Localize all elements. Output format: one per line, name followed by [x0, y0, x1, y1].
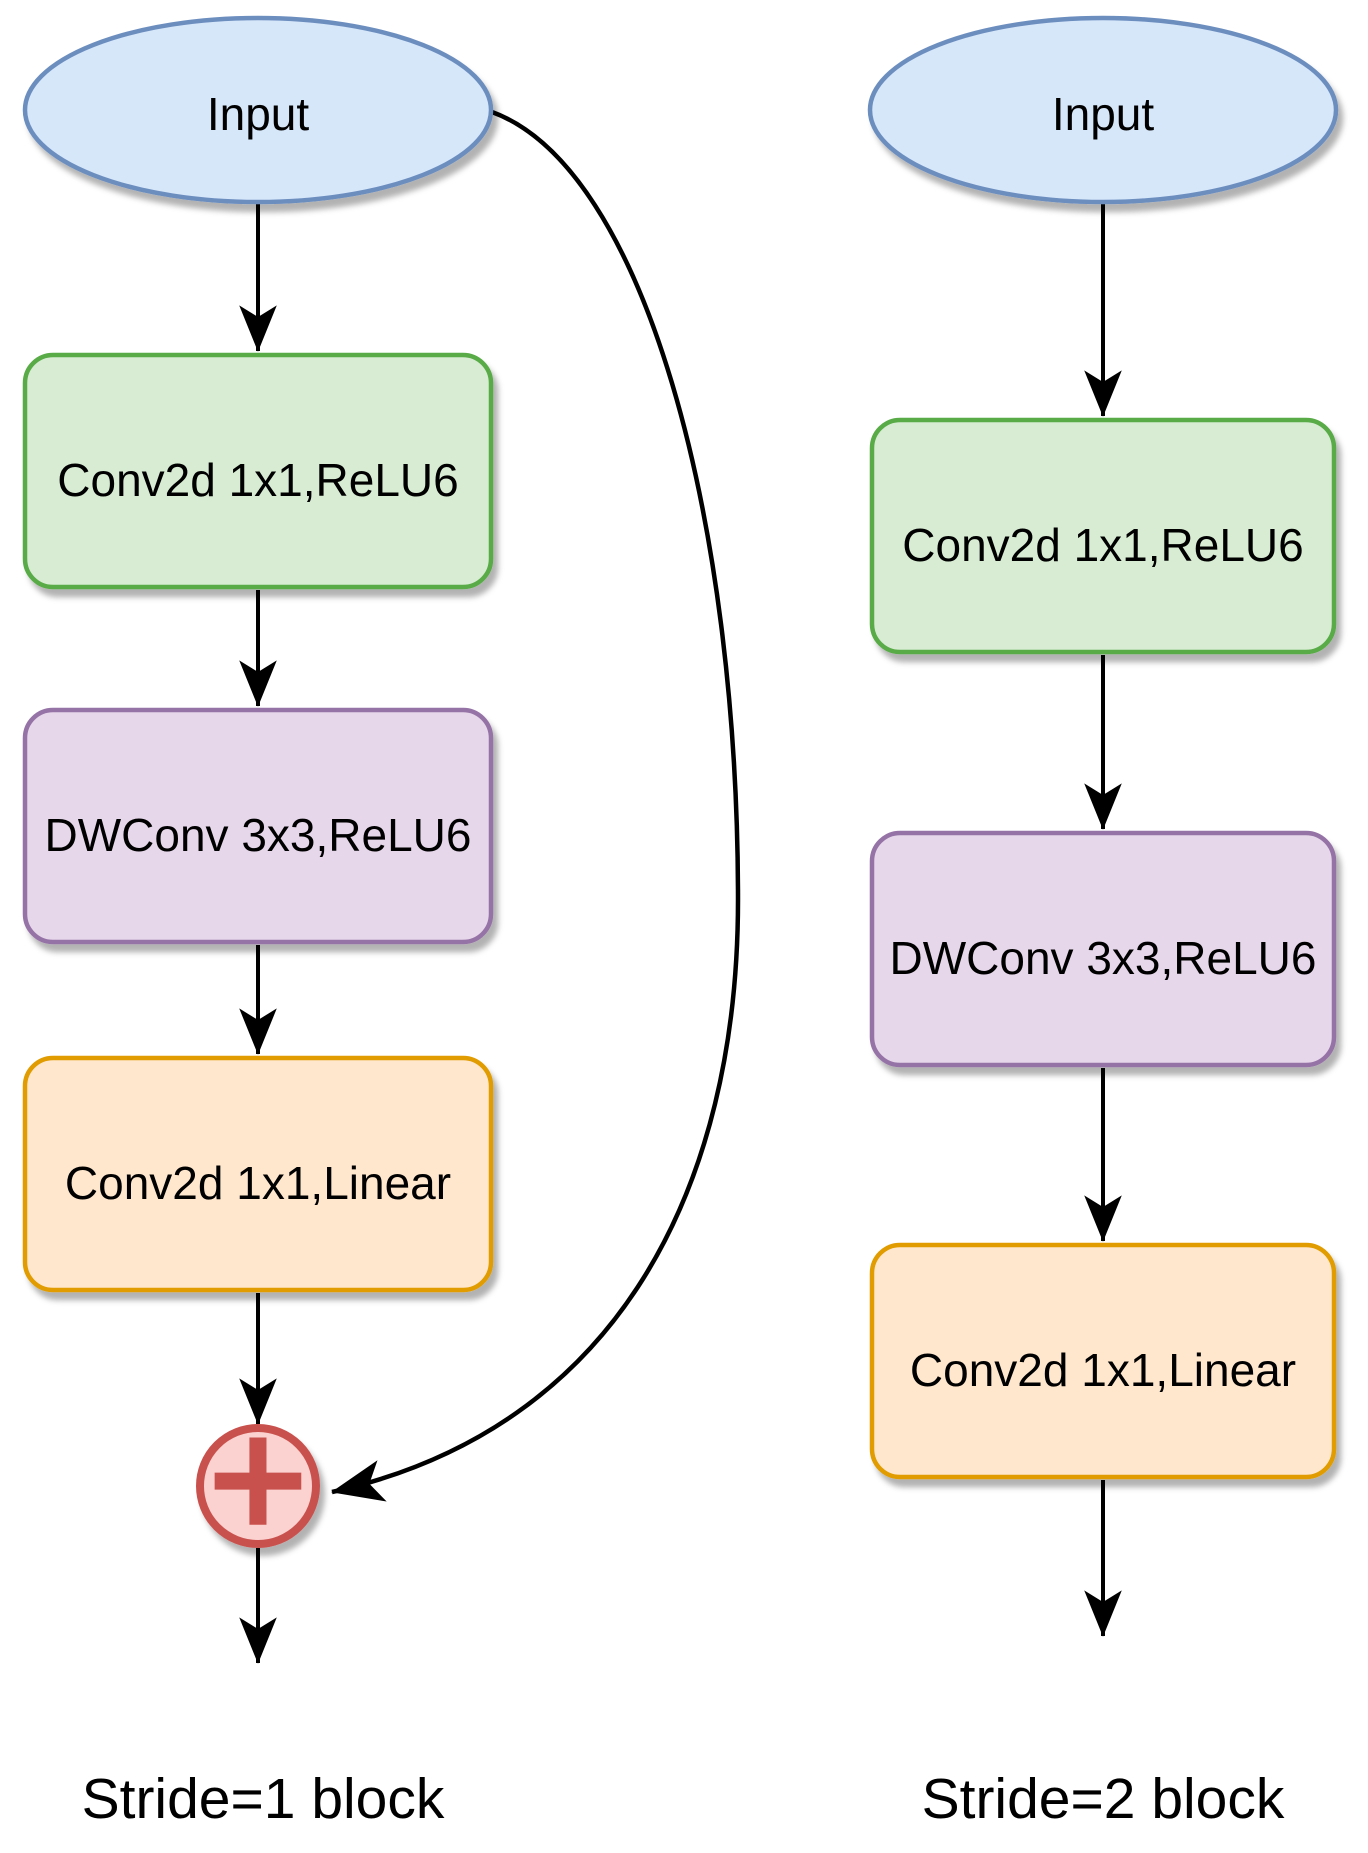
dwconv3x3-relu6-label: DWConv 3x3,ReLU6: [890, 932, 1317, 984]
conv1x1-linear-box: [869, 1242, 1337, 1480]
conv1x1-relu6-label: Conv2d 1x1,ReLU6: [57, 454, 458, 506]
conv1x1-relu6-box: [22, 352, 494, 590]
add-node: +: [196, 1383, 320, 1576]
dwconv3x3-relu6-label: DWConv 3x3,ReLU6: [45, 809, 472, 861]
input-ellipse: [867, 15, 1339, 205]
input-node: Input: [22, 15, 494, 205]
conv1x1-linear-node: Conv2d 1x1,Linear: [22, 1055, 494, 1293]
plus-icon: +: [209, 1385, 307, 1573]
dwconv3x3-relu6-node: DWConv 3x3,ReLU6: [869, 830, 1337, 1068]
input-label: Input: [1052, 88, 1155, 140]
skip-connection-arrow: [331, 109, 741, 1502]
conv1x1-linear-label: Conv2d 1x1,Linear: [910, 1344, 1296, 1396]
conv1x1-relu6-box: [869, 417, 1337, 655]
dwconv3x3-relu6-box: [869, 830, 1337, 1068]
input-node: Input: [867, 15, 1339, 205]
stride1-caption: Stride=1 block: [82, 1767, 445, 1831]
conv1x1-linear-node: Conv2d 1x1,Linear: [869, 1242, 1337, 1480]
dwconv3x3-relu6-node: DWConv 3x3,ReLU6: [22, 707, 494, 945]
input-ellipse: [22, 15, 494, 205]
conv1x1-linear-box: [22, 1055, 494, 1293]
input-label: Input: [207, 88, 310, 140]
dwconv3x3-relu6-box: [22, 707, 494, 945]
conv1x1-relu6-label: Conv2d 1x1,ReLU6: [902, 519, 1303, 571]
conv1x1-linear-label: Conv2d 1x1,Linear: [65, 1157, 451, 1209]
stride2-caption: Stride=2 block: [922, 1767, 1285, 1831]
stride2-block: Input Conv2d 1x1,ReLU6 DWConv 3x3,ReLU6 …: [867, 15, 1339, 1831]
conv1x1-relu6-node: Conv2d 1x1,ReLU6: [869, 417, 1337, 655]
stride1-block: Input Conv2d 1x1,ReLU6 DWConv 3x3,ReLU6 …: [22, 15, 741, 1831]
conv1x1-relu6-node: Conv2d 1x1,ReLU6: [22, 352, 494, 590]
add-circle: [196, 1424, 320, 1548]
